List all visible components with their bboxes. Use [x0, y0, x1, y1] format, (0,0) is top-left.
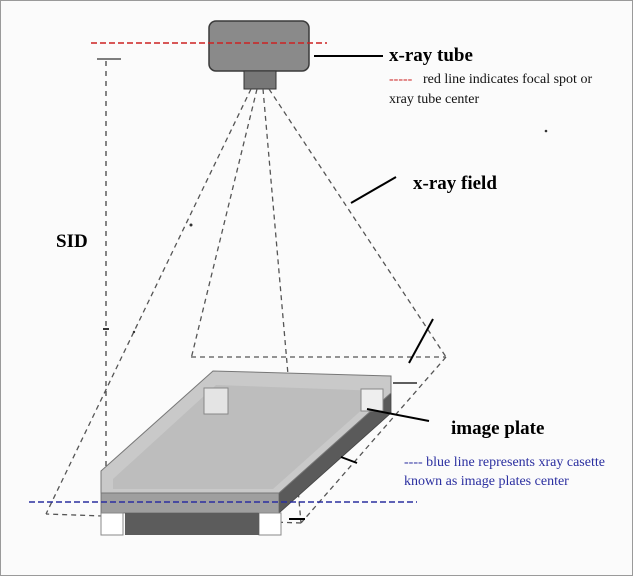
blue-note-line2: known as image plates center	[404, 474, 569, 489]
xray-tube-label: x-ray tube	[389, 45, 473, 66]
xray-tube-collimator	[243, 70, 277, 90]
image-plate-inner-top	[113, 385, 383, 489]
plate-foot-front-right	[258, 512, 282, 536]
plate-foot-front-mid	[125, 513, 259, 535]
speck	[544, 129, 548, 133]
speck	[189, 223, 193, 227]
plate-block-back-left	[203, 387, 229, 415]
red-note-line1: red line indicates focal spot or	[423, 72, 592, 87]
plate-foot-front-left	[100, 512, 124, 536]
red-note-line2: xray tube center	[389, 92, 480, 107]
speck	[132, 330, 136, 334]
plate-side-pointer	[340, 456, 358, 464]
image-plate-front-side	[100, 492, 280, 514]
image-plate-label: image plate	[451, 418, 544, 439]
plate-block-back-right	[360, 388, 384, 412]
sid-label: SID	[56, 231, 88, 252]
xray-field-pointer	[350, 176, 397, 204]
xray-tube-housing	[208, 20, 310, 72]
xray-field-label: x-ray field	[413, 173, 497, 194]
red-note-dash: -----	[389, 72, 413, 87]
field-edge-pointer	[408, 318, 434, 364]
image-plate-pointer	[366, 408, 430, 422]
blue-note-line1: ---- blue line represents xray casette	[404, 455, 605, 470]
